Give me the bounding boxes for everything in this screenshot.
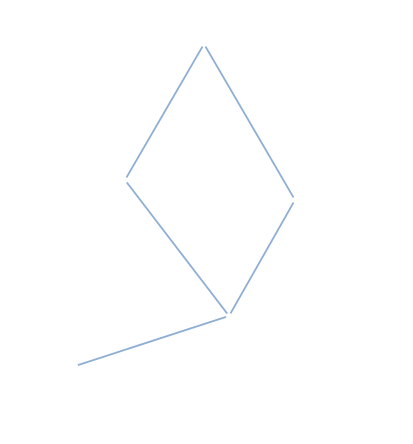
edge-top-right	[204, 46, 295, 198]
edge-top-left	[125, 46, 204, 178]
edge-right-bottom	[229, 202, 295, 314]
edge-bottom-tail	[77, 316, 227, 366]
edge-left-bottom	[126, 181, 228, 315]
